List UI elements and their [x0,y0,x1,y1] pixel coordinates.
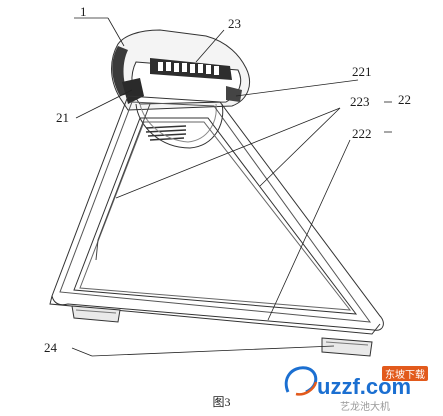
watermark-footer: 艺龙池大机 [340,402,390,413]
label-22: 22 [398,92,411,107]
label-24: 24 [44,340,58,355]
label-1: 1 [80,4,87,19]
label-221: 221 [352,64,372,79]
watermark-logo [284,366,318,396]
label-21: 21 [56,110,69,125]
label-222: 222 [352,126,372,141]
device-head [111,29,250,149]
label-223: 223 [350,94,370,109]
figure-caption: 图3 [212,395,231,409]
label-23: 23 [228,16,241,31]
connector-slots [158,62,219,75]
triangle-frame [49,95,384,335]
watermark-tag: 东坡下载 [382,366,428,381]
leader-lines [71,17,392,357]
feet [71,305,373,357]
